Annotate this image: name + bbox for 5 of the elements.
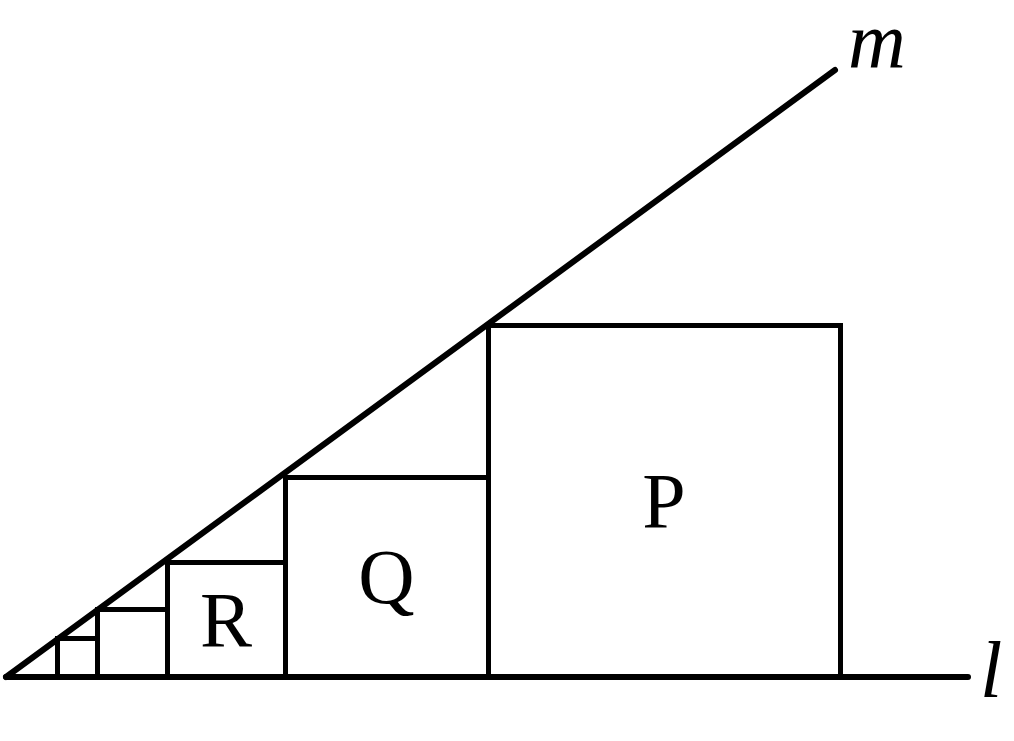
square-label: Q: [358, 538, 415, 616]
line-label: m: [848, 0, 906, 80]
square-label: R: [200, 580, 252, 659]
square-label: P: [642, 462, 686, 540]
line-label: l: [980, 630, 1003, 710]
